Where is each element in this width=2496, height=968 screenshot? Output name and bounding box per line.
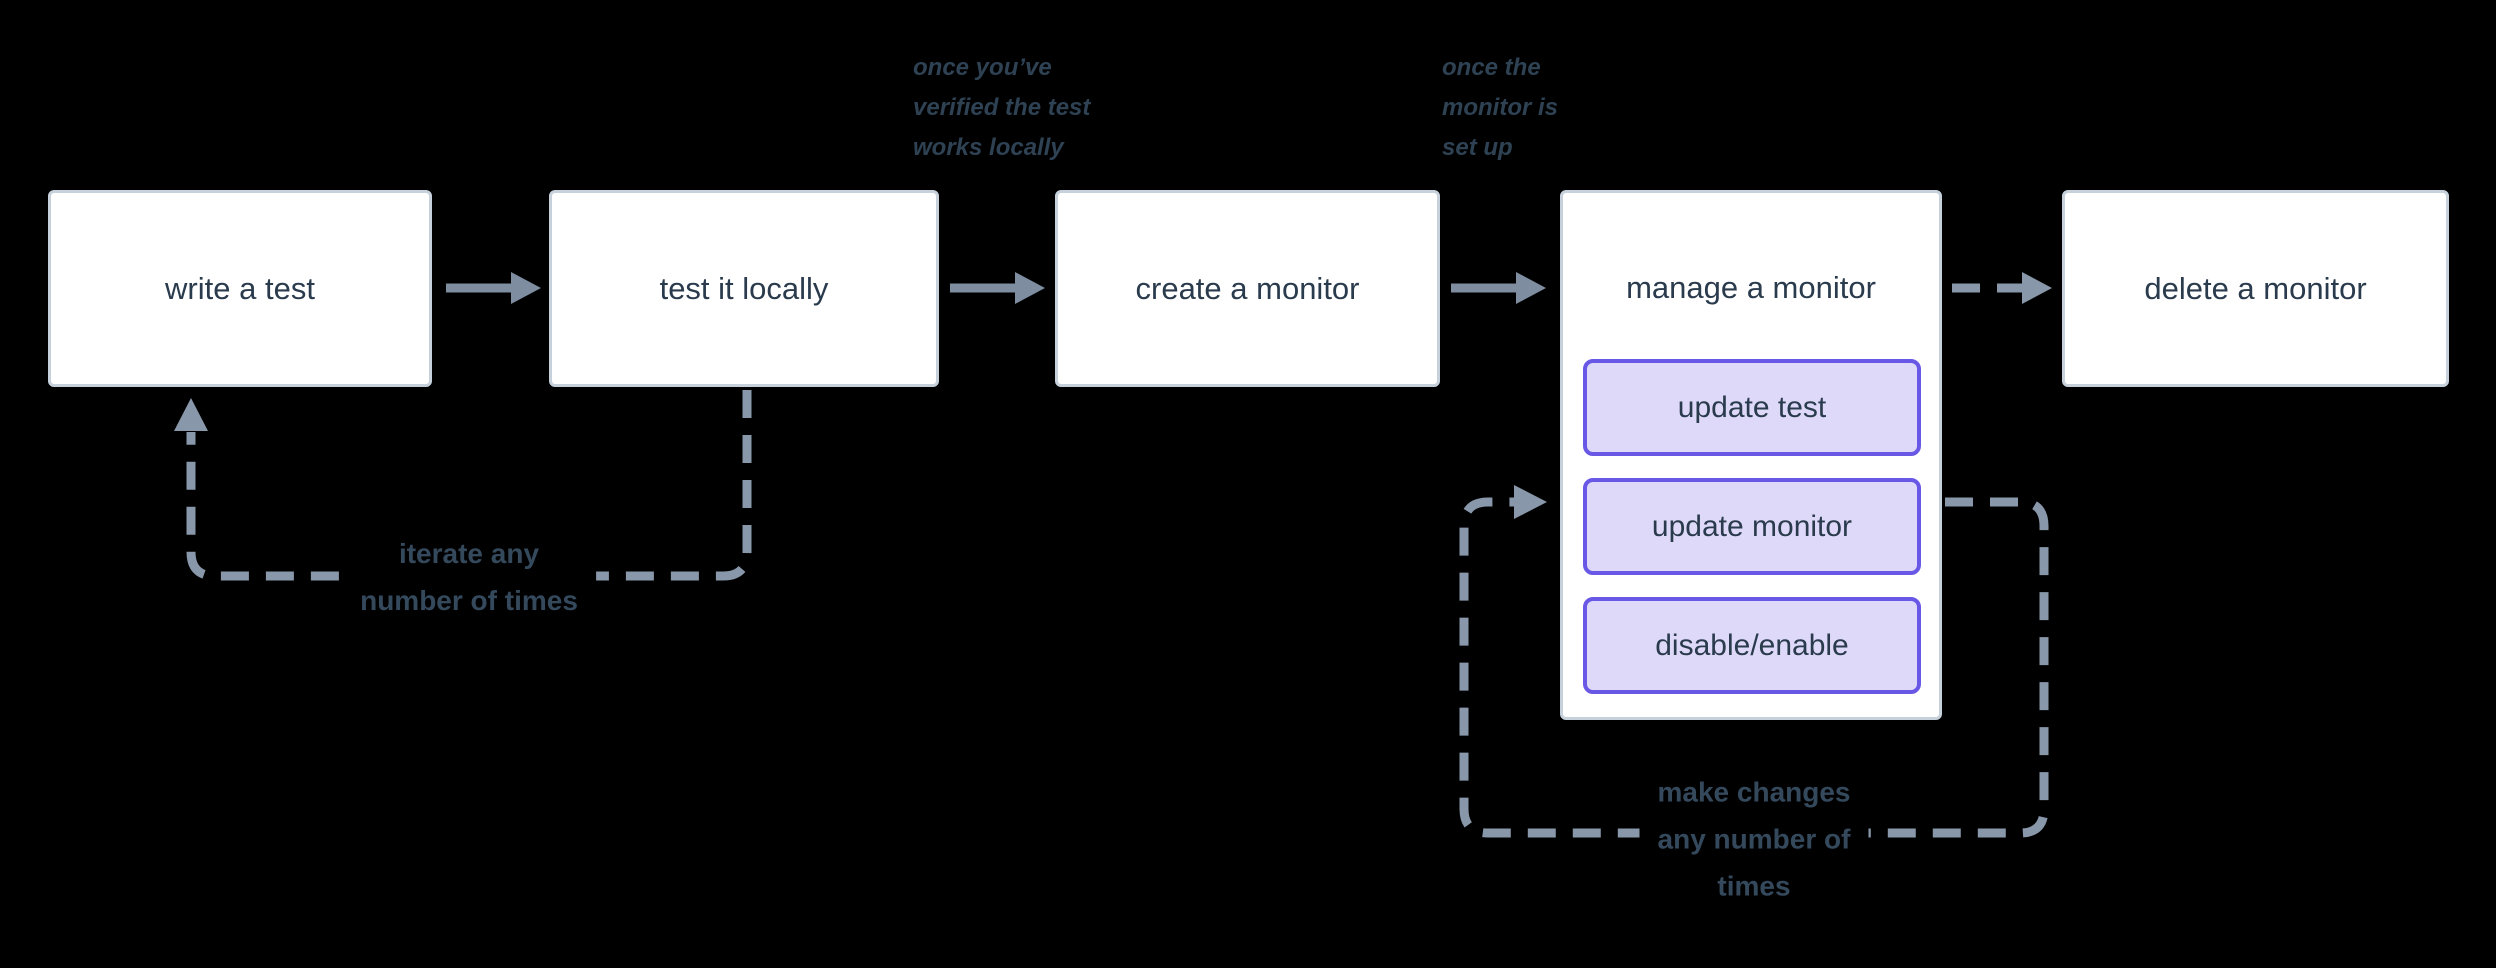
subnode-update-test: update test xyxy=(1583,359,1921,456)
node-write-a-test: write a test xyxy=(48,190,432,387)
arrow-create-to-manage xyxy=(1451,272,1546,304)
annotation-line: works locally xyxy=(913,134,1064,161)
loop-label-line: iterate any xyxy=(398,538,540,569)
node-delete-a-monitor: delete a monitor xyxy=(2062,190,2449,387)
node-label: create a monitor xyxy=(1135,270,1360,306)
loop-label-make-changes: make changes any number of times xyxy=(1639,768,1869,910)
node-create-a-monitor: create a monitor xyxy=(1055,190,1440,387)
node-manage-a-monitor: manage a monitor update test update moni… xyxy=(1560,190,1942,720)
loop-label-line: times xyxy=(1717,870,1791,902)
arrowhead-icon xyxy=(2022,272,2052,304)
subnode-label: update monitor xyxy=(1651,509,1853,543)
node-label: delete a monitor xyxy=(2144,270,2367,306)
annotation-line: once you’ve xyxy=(913,54,1052,81)
arrowhead-icon xyxy=(1015,272,1045,304)
loop-label-line: make changes xyxy=(1657,776,1851,808)
node-label: manage a monitor xyxy=(1626,270,1876,305)
subnode-disable-enable: disable/enable xyxy=(1583,597,1921,694)
annotation-line: once the xyxy=(1442,54,1541,81)
annotation-once-verified: once you’ve verified the test works loca… xyxy=(913,48,1090,168)
loop-label-iterate: iterate any number of times xyxy=(342,530,596,624)
loop-label-line: any number of xyxy=(1657,823,1851,855)
annotation-once-set-up: once the monitor is set up xyxy=(1442,48,1558,168)
subnode-label: update test xyxy=(1677,390,1827,424)
annotation-line: monitor is xyxy=(1442,94,1559,121)
annotation-line: set up xyxy=(1442,134,1513,161)
node-label: test it locally xyxy=(659,270,829,306)
loop-label-line: number of times xyxy=(360,585,578,616)
arrowhead-icon xyxy=(174,398,208,431)
arrowhead-icon xyxy=(511,272,541,304)
subnode-label: disable/enable xyxy=(1655,628,1849,662)
arrowhead-icon xyxy=(1514,485,1547,519)
node-label: write a test xyxy=(165,270,315,306)
dashed-arrow-manage-to-delete xyxy=(1952,272,2052,304)
node-test-it-locally: test it locally xyxy=(549,190,939,387)
annotation-line: verified the test xyxy=(913,94,1091,121)
subnode-update-monitor: update monitor xyxy=(1583,478,1921,575)
arrow-local-to-create xyxy=(950,272,1045,304)
arrowhead-icon xyxy=(1516,272,1546,304)
arrow-write-to-local xyxy=(446,272,541,304)
